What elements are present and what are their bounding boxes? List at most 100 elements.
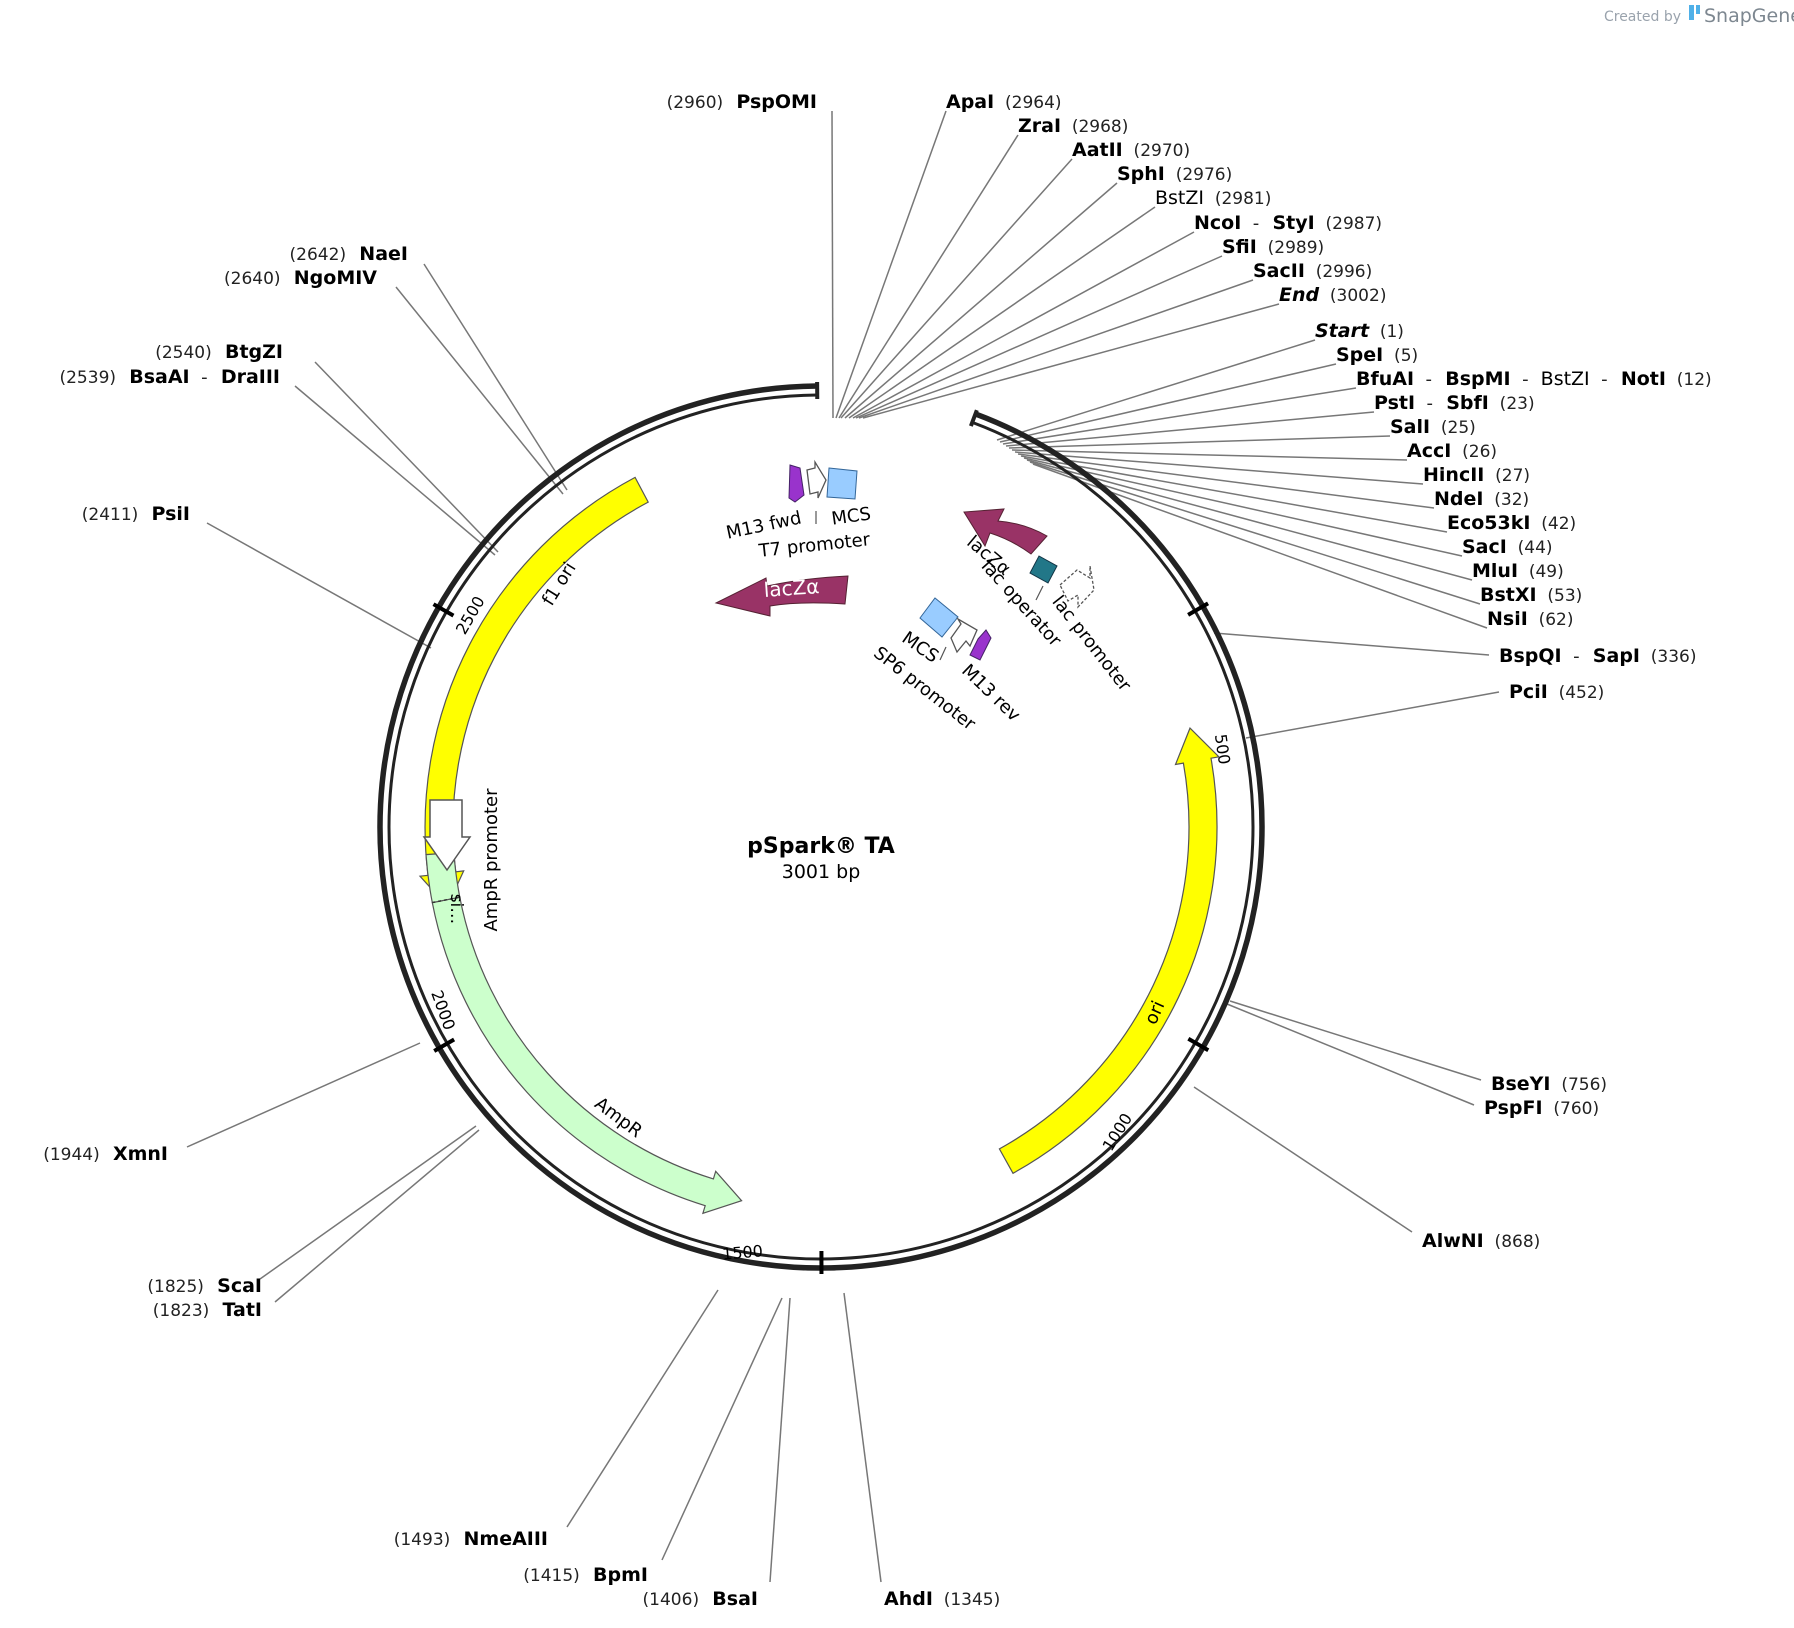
- feature-lac-promoter[interactable]: [1059, 565, 1095, 609]
- restriction-site-label[interactable]: AccI (26): [1407, 440, 1497, 462]
- site-label-segment: (23): [1489, 394, 1535, 414]
- restriction-site-label[interactable]: (2640) NgoMIV: [224, 267, 377, 289]
- feature-arc-ori[interactable]: [998, 727, 1221, 1175]
- site-label-segment: (53): [1537, 586, 1583, 606]
- site-label-segment: BtgZI: [212, 341, 283, 363]
- site-label-segment: HincII: [1423, 464, 1484, 486]
- site-leader-line: [1226, 1003, 1475, 1106]
- site-leader-line: [858, 279, 1254, 419]
- feature-label-lacz-alpha-outer[interactable]: lacZα: [763, 574, 820, 602]
- restriction-site-label[interactable]: MluI (49): [1472, 560, 1564, 582]
- restriction-site-label[interactable]: (1415) BpmI: [523, 1564, 648, 1586]
- backbone-strand-outer: [377, 383, 1265, 1271]
- restriction-site-label[interactable]: (2411) PsiI: [82, 503, 190, 525]
- feature-m13-rev[interactable]: [969, 629, 992, 661]
- site-label-segment: BspMI: [1432, 368, 1511, 390]
- restriction-site-label[interactable]: SfiI (2989): [1222, 236, 1324, 258]
- restriction-site-label[interactable]: SacII (2996): [1253, 260, 1372, 282]
- site-label-segment: SalI: [1390, 416, 1430, 438]
- site-label-segment: PciI: [1509, 681, 1548, 703]
- restriction-site-label[interactable]: NsiI (62): [1487, 608, 1574, 630]
- site-label-segment: (336): [1640, 647, 1697, 667]
- restriction-site-label[interactable]: (2540) BtgZI: [155, 341, 283, 363]
- plasmid-name: pSpark® TA: [747, 834, 895, 859]
- restriction-site-label[interactable]: End (3002): [1279, 284, 1386, 306]
- site-label-segment: (2989): [1257, 238, 1324, 258]
- site-leader-line: [840, 158, 1073, 419]
- restriction-site-label[interactable]: ApaI (2964): [946, 91, 1062, 113]
- feature-lac-operator[interactable]: [1029, 555, 1058, 584]
- restriction-site-label[interactable]: AhdI (1345): [884, 1588, 1000, 1610]
- restriction-site-label[interactable]: AatII (2970): [1072, 139, 1190, 161]
- site-label-segment: NcoI: [1194, 212, 1241, 234]
- restriction-site-label[interactable]: SphI (2976): [1117, 163, 1232, 185]
- site-label-segment: MluI: [1472, 560, 1518, 582]
- restriction-site-label[interactable]: SpeI (5): [1336, 344, 1418, 366]
- feature-mcs-top[interactable]: [826, 467, 858, 500]
- feature-sp6-promoter[interactable]: [950, 617, 978, 654]
- restriction-site-label[interactable]: HincII (27): [1423, 464, 1530, 486]
- site-leader-line: [1020, 455, 1448, 533]
- feature-ampr-promoter[interactable]: [422, 799, 472, 872]
- site-label-segment: BspQI: [1499, 645, 1562, 667]
- site-label-segment: (2539): [59, 368, 116, 388]
- site-label-segment: (452): [1548, 683, 1605, 703]
- restriction-site-label[interactable]: PspFI (760): [1484, 1097, 1599, 1119]
- restriction-site-label[interactable]: Start (1): [1315, 320, 1404, 342]
- site-label-segment: ApaI: [946, 91, 994, 113]
- restriction-site-label[interactable]: SacI (44): [1462, 536, 1553, 558]
- restriction-site-label[interactable]: BseYI (756): [1491, 1073, 1607, 1095]
- restriction-site-label[interactable]: BstXI (53): [1480, 584, 1582, 606]
- site-label-segment: (2970): [1123, 141, 1190, 161]
- snapgene-credit[interactable]: Created by SnapGene: [1604, 5, 1794, 27]
- feature-arc-ampr[interactable]: [431, 896, 743, 1215]
- restriction-site-label[interactable]: (1406) BsaI: [643, 1588, 758, 1610]
- feature-label-ampr-promoter[interactable]: AmpR promoter: [481, 788, 502, 932]
- feature-label-signal-seq[interactable]: si…: [446, 894, 466, 925]
- restriction-site-label[interactable]: PciI (452): [1509, 681, 1604, 703]
- restriction-site-label[interactable]: AlwNI (868): [1422, 1230, 1540, 1252]
- snapgene-logo-icon: [1689, 5, 1700, 20]
- restriction-site-label[interactable]: NcoI - StyI (2987): [1194, 212, 1382, 234]
- site-label-segment: (2540): [155, 343, 212, 363]
- site-label-segment: (2976): [1165, 165, 1232, 185]
- restriction-site-label[interactable]: (1823) TatI: [153, 1299, 262, 1321]
- site-label-segment: BstXI: [1480, 584, 1537, 606]
- feature-label-lac-promoter[interactable]: lac promoter: [1048, 592, 1136, 696]
- feature-mcs-bottom[interactable]: [919, 597, 959, 638]
- site-label-segment: PstI: [1374, 392, 1415, 414]
- restriction-site-label[interactable]: (2960) PspOMI: [667, 91, 817, 113]
- site-label-segment: TatI: [209, 1299, 262, 1321]
- site-label-segment: (2960): [667, 93, 724, 113]
- restriction-site-label[interactable]: PstI - SbfI (23): [1374, 392, 1535, 414]
- site-label-segment: -: [1562, 646, 1580, 667]
- restriction-site-label[interactable]: BstZI (2981): [1155, 187, 1271, 209]
- site-leader-line: [843, 1292, 882, 1583]
- site-leader-line: [835, 110, 947, 419]
- site-label-segment: (3002): [1319, 286, 1386, 306]
- restriction-site-label[interactable]: NdeI (32): [1434, 488, 1529, 510]
- restriction-site-label[interactable]: ZraI (2968): [1018, 115, 1128, 137]
- restriction-site-label[interactable]: SalI (25): [1390, 416, 1476, 438]
- site-label-segment: BfuAI: [1356, 368, 1414, 390]
- restriction-site-label[interactable]: (2539) BsaAI - DraIII: [59, 366, 280, 388]
- site-leader-line: [566, 1289, 719, 1528]
- site-label-segment: NgoMIV: [281, 267, 378, 289]
- restriction-site-label[interactable]: BfuAI - BspMI - BstZI - NotI (12): [1356, 368, 1712, 390]
- restriction-site-label[interactable]: (1944) XmnI: [43, 1143, 168, 1165]
- feature-t7-promoter[interactable]: [806, 459, 827, 499]
- restriction-site-label[interactable]: (2642) NaeI: [290, 243, 408, 265]
- restriction-site-label[interactable]: BspQI - SapI (336): [1499, 645, 1697, 667]
- site-leader-line: [1245, 691, 1500, 739]
- restriction-site-label[interactable]: (1825) ScaI: [147, 1275, 262, 1297]
- feature-lacz-alpha-outer[interactable]: [714, 575, 849, 617]
- feature-m13-fwd[interactable]: [788, 464, 805, 503]
- scale-tick: [1187, 1037, 1210, 1052]
- restriction-site-label[interactable]: (1493) NmeAIII: [394, 1528, 548, 1550]
- site-label-segment: ScaI: [204, 1275, 262, 1297]
- feature-label-mcs-top[interactable]: MCS: [830, 503, 872, 529]
- feature-lacz-alpha-inner[interactable]: [963, 508, 1048, 555]
- site-label-segment: (1493): [394, 1530, 451, 1550]
- restriction-site-label[interactable]: Eco53kI (42): [1447, 512, 1576, 534]
- restriction-site-labels: (2960) PspOMI ApaI (2964)ZraI (2968)AatII…: [43, 91, 1712, 1610]
